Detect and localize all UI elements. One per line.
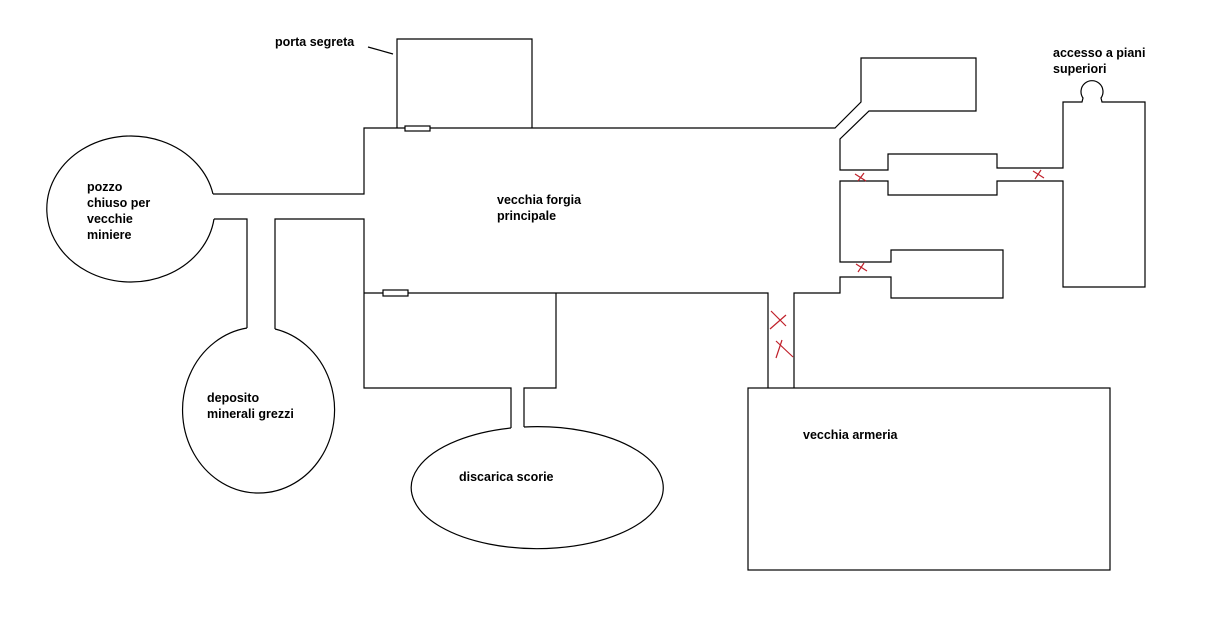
forge-upper-wall	[213, 57, 1146, 388]
armory-label: vecchia armeria	[803, 428, 898, 442]
well-label-line: chiuso per	[87, 196, 151, 210]
blocked-mark	[775, 339, 794, 359]
forge-south-wall	[364, 292, 769, 388]
upper-access-label-line: superiori	[1053, 62, 1107, 76]
forge-lower-wall	[274, 218, 512, 428]
slag-corridor	[523, 293, 557, 427]
blocked-mark	[1032, 169, 1045, 180]
well-label: pozzo chiuso per vecchie miniere	[87, 179, 150, 243]
forge-label-line: vecchia forgia	[497, 193, 582, 207]
ore-storage-label-line: minerali grezzi	[207, 407, 294, 421]
slag-dump-room	[410, 426, 664, 550]
ore-storage-label-line: deposito	[207, 391, 260, 405]
lower-door	[382, 289, 409, 297]
forge-label: vecchia forgia principale	[497, 192, 581, 224]
upper-access-label: accesso a piani superiori	[1053, 45, 1145, 77]
blocked-mark	[854, 172, 867, 182]
blocked-mark	[855, 262, 868, 273]
well-label-line: vecchie	[87, 212, 133, 226]
slag-dump-label: discarica scorie	[459, 470, 554, 484]
secret-door	[404, 125, 431, 132]
secret-door-label: porta segreta	[275, 35, 355, 49]
upper-access-label-line: accesso a piani	[1053, 46, 1146, 60]
well-label-line: miniere	[87, 228, 132, 242]
well-label-line: pozzo	[87, 180, 123, 194]
blocked-mark	[769, 310, 787, 330]
well-to-storage-corridor	[214, 218, 248, 328]
secret-room	[396, 38, 533, 128]
armory-room	[747, 387, 1111, 571]
secret-door-leader	[367, 46, 394, 55]
forge-label-line: principale	[497, 209, 557, 223]
ore-storage-label: deposito minerali grezzi	[207, 390, 294, 422]
well-room	[46, 135, 215, 283]
storage-room	[182, 327, 336, 494]
